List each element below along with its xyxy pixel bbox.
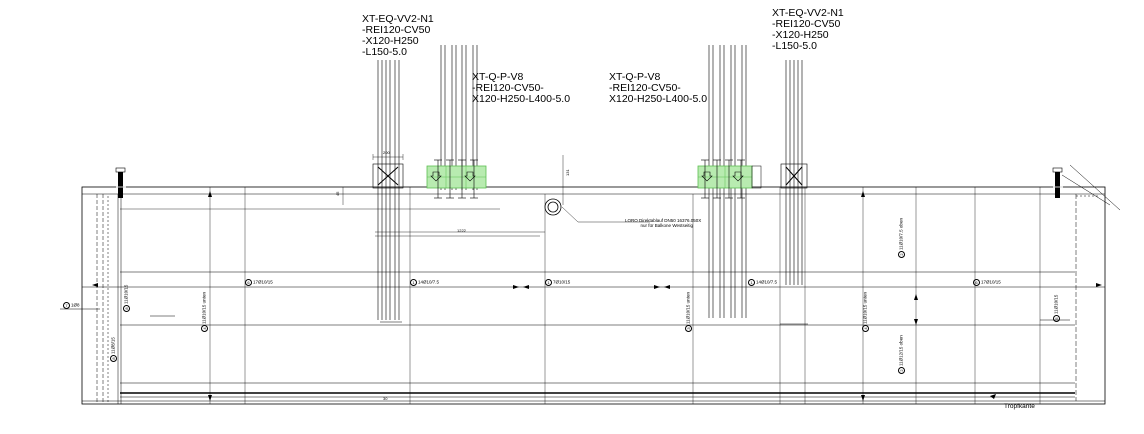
rebar-label-vertical: 311Ø10/15 unten [685,292,692,332]
rebar-mark-2: 2 [898,367,905,374]
left-edge-detail [96,194,122,404]
callout-qp-right-line: -REI120-CV50- [609,82,681,94]
callout-eq-right-line: -X120-H250 [772,29,829,41]
rebar-label-vertical: 411Ø10/15 unten [862,292,869,332]
callout-eq-left-line: -L150-5.0 [362,46,407,58]
rebar-label-vertical: 211Ø10/7.5 oben [898,218,905,258]
rebar-text: 11Ø10/15 [123,284,129,304]
rebar-text: 11Ø12/15 oben [898,335,904,366]
rebar-mark-5: 5 [1053,315,1060,322]
rebar-label-vertical: 411Ø10/15 unten [201,292,208,332]
rebar-mark-8: 8 [123,305,130,312]
rebar-text: 7Ø10/15 [553,279,571,285]
drain-note-line: LORO Direktablauf DN50 16376.050X [625,218,702,223]
anchor-post-right [1052,167,1063,198]
callout-eq-left: XT-EQ-VV2-N1 -REI120-CV50 -X120-H250 -L1… [362,14,434,58]
rebar-text: 14Ø10/7.5 [418,279,440,285]
rebar-text: 11Ø8/15 [110,337,116,354]
rebar-mark-6: 6 [245,279,252,286]
rebar-mark-7: 7 [63,302,70,309]
qp-box-right [697,159,762,199]
rebar-mark-4: 4 [862,325,869,332]
arrow-marks [92,191,1102,401]
tropfkante-label: Tropfkante [1004,403,1035,410]
rebar-mark-4: 4 [201,325,208,332]
eq-bundle-left [372,60,404,320]
rebar-mark-8: 8 [110,355,117,362]
callout-qp-left: XT-Q-P-V8 -REI120-CV50- X120-H250-L400-5… [472,72,570,105]
rebar-text: 1Ø8 [71,302,80,308]
callout-eq-left-line: -X120-H250 [362,35,419,47]
rebar-label-vertical: 211Ø12/15 oben [898,335,905,374]
rebar-mark-1: 1 [410,279,417,286]
callout-eq-right-line: -REI120-CV50 [772,18,841,30]
callout-qp-right: XT-Q-P-V8 -REI120-CV50- X120-H250-L400-5… [609,72,707,105]
qp-box-left [426,159,487,199]
anchor-post-left [115,167,126,198]
rebar-text: 14Ø10/7.5 [756,279,778,285]
drain-symbol [544,198,650,223]
callout-eq-left-line: XT-EQ-VV2-N1 [362,13,434,25]
dim-131: 131 [565,169,570,176]
dimension-marks [342,154,564,233]
callout-eq-right-line: -L150-5.0 [772,40,817,52]
rebar-text: 11Ø10/15 [1053,294,1059,314]
rebar-text: 11Ø10/15 unten [201,292,207,324]
right-edge-detail [1061,164,1121,401]
callout-qp-right-line: X120-H250-L400-5.0 [609,93,708,105]
rebar-label-vertical: 811Ø10/15 [123,285,130,312]
callout-qp-left-line: X120-H250-L400-5.0 [472,93,571,105]
eq-bundle-right [780,60,808,285]
rebar-label-vertical: 511Ø10/15 [1053,295,1060,322]
rebar-mark-2: 2 [898,251,905,258]
rebar-label-vertical: 811Ø8/15 [110,337,117,362]
dim-200: 200 [383,150,390,155]
slab-outline [81,186,1106,405]
callout-eq-right: XT-EQ-VV2-N1 -REI120-CV50 -X120-H250 -L1… [772,8,844,52]
rebar-mark-3: 3 [685,325,692,332]
dim-30: 30 [383,396,388,401]
rebar-mark-1: 1 [748,279,755,286]
callout-eq-left-line: -REI120-CV50 [362,24,431,36]
rebar-mark-6: 6 [973,279,980,286]
rebar-text: 17Ø10/15 [253,279,273,285]
callout-eq-right-line: XT-EQ-VV2-N1 [772,7,844,19]
drain-note: LORO Direktablauf DN50 16376.050X nur fü… [625,218,702,228]
rebar-text: 17Ø10/15 [981,279,1001,285]
callout-qp-left-line: -REI120-CV50- [472,82,544,94]
callout-qp-left-line: XT-Q-P-V8 [472,71,524,83]
callout-qp-right-line: XT-Q-P-V8 [609,71,661,83]
vertical-lines [209,187,1041,404]
dim-1222: 1222 [457,228,466,233]
rebar-mark-1: 1 [545,279,552,286]
horizontal-rebar-lines [60,208,1105,398]
dim-45: 45 [335,191,340,196]
rebar-text: 11Ø10/15 unten [685,292,691,324]
rebar-text: 11Ø10/15 unten [862,292,868,324]
rebar-text: 11Ø10/7.5 oben [898,218,904,250]
drain-note-line: nur für Balkone Westseitig [640,223,693,228]
